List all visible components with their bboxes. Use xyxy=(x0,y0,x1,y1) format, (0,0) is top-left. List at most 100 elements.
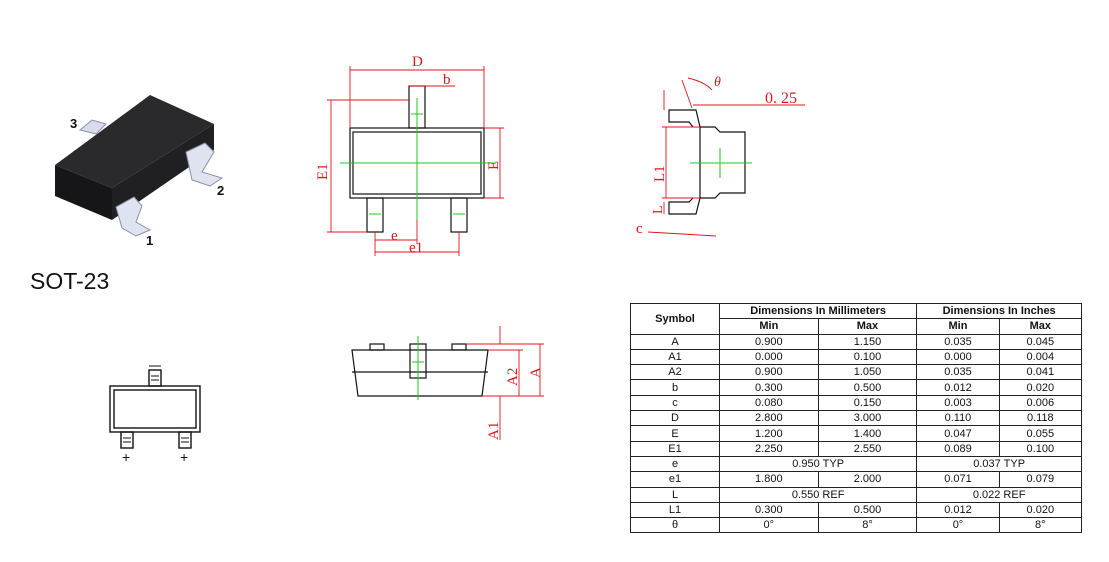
cell-mm-typ: 0.550 REF xyxy=(718,486,918,503)
package-name: SOT-23 xyxy=(30,268,110,294)
cell-mm-max: 2.550 xyxy=(817,440,918,457)
package-top-face xyxy=(55,95,214,188)
footprint-inner xyxy=(113,389,197,429)
mm-min-header: Min xyxy=(719,318,819,335)
gauge-label: 0. 25 xyxy=(765,90,797,107)
cell-in-max: 0.055 xyxy=(998,425,1083,442)
cell-in-max: 0.100 xyxy=(998,440,1083,457)
cell-mm-min: 2.800 xyxy=(719,410,819,427)
front-lead-right xyxy=(451,343,467,351)
cell-mm-max: 2.000 xyxy=(817,471,918,488)
cell-symbol: D xyxy=(630,410,720,427)
cell-in-min: 0.089 xyxy=(916,440,1000,457)
footprint-pad-2 xyxy=(178,431,192,449)
cell-mm-max: 8° xyxy=(817,517,918,534)
cell-symbol: b xyxy=(630,379,720,396)
table-row: E 1.200 1.400 0.047 0.055 xyxy=(630,425,1083,442)
cell-mm-max: 0.500 xyxy=(817,379,918,396)
table-row: e 0.950 TYP 0.037 TYP xyxy=(630,455,1082,473)
cell-in-min: 0.000 xyxy=(916,348,1000,366)
inch-min-header: Min xyxy=(916,318,1000,335)
table-row: A1 0.000 0.100 0.000 0.004 xyxy=(630,348,1083,366)
cell-in-max: 0.041 xyxy=(998,364,1083,381)
top-lead-2 xyxy=(450,197,468,233)
dim-L1-label: L1 xyxy=(652,165,668,182)
table-row: θ 0° 8° 0° 8° xyxy=(630,517,1083,534)
plus-right-label: + xyxy=(180,449,188,465)
pin-1-label: 1 xyxy=(146,233,154,248)
dim-e-label: e xyxy=(391,228,398,244)
table-header-row: Symbol Dimensions In Millimeters Dimensi… xyxy=(630,302,1082,335)
table-row: E1 2.250 2.550 0.089 0.100 xyxy=(630,440,1083,457)
cell-in-min: 0.012 xyxy=(916,379,1000,396)
side-lead-lower xyxy=(668,197,701,215)
table-row: b 0.300 0.500 0.012 0.020 xyxy=(630,379,1083,396)
pin-3-label: 3 xyxy=(70,116,78,131)
footprint-drawing: + + xyxy=(109,365,201,465)
cell-in-max: 0.020 xyxy=(998,501,1083,519)
cell-in-min: 0.071 xyxy=(916,471,1000,488)
dim-A2-label: A2 xyxy=(505,368,521,386)
theta-ref-line xyxy=(681,79,693,109)
lead-3-shape xyxy=(78,119,107,135)
pin-2-label: 2 xyxy=(217,183,225,198)
cell-in-max: 8° xyxy=(998,517,1083,534)
cell-mm-min: 0.300 xyxy=(719,501,819,519)
table-row: D 2.800 3.000 0.110 0.118 xyxy=(630,410,1083,427)
cell-in-min: 0° xyxy=(916,517,1000,534)
package-side-face xyxy=(112,124,214,220)
cell-in-typ: 0.037 TYP xyxy=(916,455,1082,473)
cell-in-min: 0.035 xyxy=(916,333,1000,350)
top-lead-1 xyxy=(366,197,384,233)
dim-E-label: E xyxy=(486,161,502,170)
cell-symbol: E1 xyxy=(630,440,720,457)
cell-mm-max: 1.400 xyxy=(817,425,918,442)
cell-mm-min: 0.900 xyxy=(719,364,819,381)
dim-e1-label: e1 xyxy=(409,240,423,256)
dim-b-label: b xyxy=(443,72,451,88)
cell-in-max: 0.118 xyxy=(998,410,1083,427)
cell-in-max: 0.020 xyxy=(998,379,1083,396)
cell-mm-min: 0.000 xyxy=(719,348,819,366)
cell-symbol: L1 xyxy=(630,501,720,519)
cell-symbol: A2 xyxy=(630,364,720,381)
cell-symbol: A xyxy=(630,333,720,350)
symbol-header: Symbol xyxy=(630,303,720,335)
dim-A1-label: A1 xyxy=(486,422,502,440)
cell-mm-max: 1.150 xyxy=(817,333,918,350)
table-row: L1 0.300 0.500 0.012 0.020 xyxy=(630,501,1083,519)
footprint-pad-1 xyxy=(120,431,134,449)
cell-in-max: 0.045 xyxy=(998,333,1083,350)
cell-mm-min: 0.900 xyxy=(719,333,819,350)
cell-mm-min: 0.300 xyxy=(719,379,819,396)
cell-mm-max: 0.500 xyxy=(817,501,918,519)
dim-L-label: L xyxy=(651,205,666,214)
plus-left-label: + xyxy=(122,449,130,465)
cell-symbol: E xyxy=(630,425,720,442)
cell-in-max: 0.079 xyxy=(998,471,1083,488)
cell-in-min: 0.110 xyxy=(916,410,1000,427)
front-lead-left xyxy=(369,343,385,351)
table-body: A 0.900 1.150 0.035 0.045 A1 0.000 0.100… xyxy=(630,333,1083,534)
side-lead-upper xyxy=(668,109,701,128)
dim-A-label: A xyxy=(528,367,544,378)
lead-2-shape xyxy=(185,142,224,187)
table-row: L 0.550 REF 0.022 REF xyxy=(630,486,1082,503)
lead-1-shape xyxy=(115,196,152,237)
cell-mm-min: 1.200 xyxy=(719,425,819,442)
front-body-outline xyxy=(351,349,489,397)
inch-header: Dimensions In Inches xyxy=(916,302,1082,320)
mm-max-header: Max xyxy=(817,318,918,335)
cell-mm-max: 1.050 xyxy=(817,364,918,381)
dim-D-label: D xyxy=(412,54,423,70)
cell-mm-min: 1.800 xyxy=(719,471,819,488)
package-front-face xyxy=(55,165,112,220)
package-3d-view xyxy=(55,95,224,237)
table-row: c 0.080 0.150 0.003 0.006 xyxy=(630,394,1083,412)
cell-symbol: e xyxy=(630,455,720,473)
side-view-drawing: θ 0. 25 L1 L c xyxy=(636,75,805,237)
cell-symbol: c xyxy=(630,394,720,412)
table-row: A2 0.900 1.050 0.035 0.041 xyxy=(630,364,1083,381)
cell-mm-max: 3.000 xyxy=(817,410,918,427)
